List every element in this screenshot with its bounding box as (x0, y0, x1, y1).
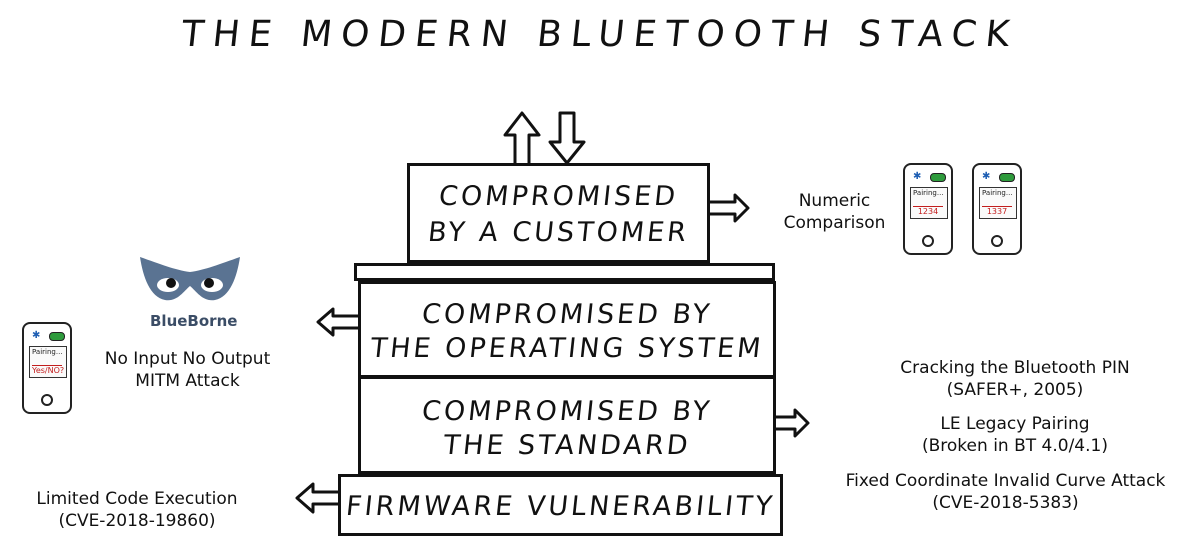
layer-firmware: FIRMWARE VULNERABILITY (338, 474, 783, 536)
toggle-icon (49, 332, 65, 341)
note-noinput: No Input No Output MITM Attack (85, 348, 290, 392)
note-cracking-line2: (SAFER+, 2005) (946, 380, 1084, 400)
layer-firmware-line1: FIRMWARE VULNERABILITY (344, 491, 777, 522)
phone-numeric-2: ✱ Pairing... 1337 (972, 163, 1022, 255)
home-button-icon (922, 235, 934, 247)
home-button-icon (991, 235, 1003, 247)
layer-divider-plate (354, 263, 775, 281)
phone-screen: Pairing... Yes/NO? (29, 346, 67, 378)
pairing-label: Pairing... (32, 348, 63, 356)
toggle-icon (999, 173, 1015, 182)
right-arrow-standard-icon (776, 408, 810, 438)
bluetooth-icon: ✱ (982, 171, 991, 182)
pairing-label: Pairing... (982, 189, 1013, 197)
layer-operating-system: COMPROMISED BY THE OPERATING SYSTEM (358, 281, 776, 378)
pairing-code: 1234 (913, 206, 943, 216)
note-limited-line2: (CVE-2018-19860) (58, 511, 216, 531)
phone-noinput: ✱ Pairing... Yes/NO? (22, 322, 72, 414)
note-numeric-line1: Numeric (798, 191, 871, 211)
pairing-label: Pairing... (913, 189, 944, 197)
note-fixed-line1: Fixed Coordinate Invalid Curve Attack (845, 471, 1166, 491)
note-le-legacy-line1: LE Legacy Pairing (940, 414, 1090, 434)
bluetooth-icon: ✱ (32, 330, 41, 341)
blueborne-logo-text: BlueBorne (150, 312, 238, 330)
layer-os-line1: COMPROMISED BY (420, 299, 714, 330)
down-arrow-icon (548, 111, 586, 165)
note-limited-code: Limited Code Execution (CVE-2018-19860) (22, 488, 252, 532)
left-arrow-os-icon (316, 307, 358, 337)
note-le-legacy: LE Legacy Pairing (Broken in BT 4.0/4.1) (860, 413, 1170, 457)
home-button-icon (41, 394, 53, 406)
layer-standard-line2: THE STANDARD (441, 430, 693, 461)
layer-os-line2: THE OPERATING SYSTEM (368, 333, 766, 364)
blueborne-mask-icon (140, 257, 240, 301)
layer-standard: COMPROMISED BY THE STANDARD (358, 376, 776, 474)
phone-screen: Pairing... 1337 (979, 187, 1017, 219)
pairing-code: 1337 (982, 206, 1012, 216)
layer-customer: COMPROMISED BY A CUSTOMER (407, 163, 710, 263)
note-noinput-line2: MITM Attack (135, 371, 240, 391)
bluetooth-icon: ✱ (913, 171, 922, 182)
layer-customer-line2: BY A CUSTOMER (426, 217, 691, 248)
note-limited-line1: Limited Code Execution (36, 489, 238, 509)
up-arrow-icon (503, 111, 541, 167)
pairing-code: Yes/NO? (32, 365, 65, 375)
phone-numeric-1: ✱ Pairing... 1234 (903, 163, 953, 255)
note-cracking-line1: Cracking the Bluetooth PIN (900, 358, 1130, 378)
note-fixed-line2: (CVE-2018-5383) (932, 493, 1079, 513)
note-fixed-coordinate: Fixed Coordinate Invalid Curve Attack (C… (818, 470, 1193, 514)
toggle-icon (930, 173, 946, 182)
phone-screen: Pairing... 1234 (910, 187, 948, 219)
note-cracking-pin: Cracking the Bluetooth PIN (SAFER+, 2005… (860, 357, 1170, 401)
note-le-legacy-line2: (Broken in BT 4.0/4.1) (922, 436, 1108, 456)
right-arrow-customer-icon (710, 193, 750, 223)
layer-standard-line1: COMPROMISED BY (420, 396, 714, 427)
layer-customer-line1: COMPROMISED (437, 181, 680, 212)
note-noinput-line1: No Input No Output (104, 349, 271, 369)
left-arrow-firmware-icon (295, 482, 338, 514)
note-numeric-line2: Comparison (783, 213, 886, 233)
note-numeric-comparison: Numeric Comparison (772, 190, 897, 234)
